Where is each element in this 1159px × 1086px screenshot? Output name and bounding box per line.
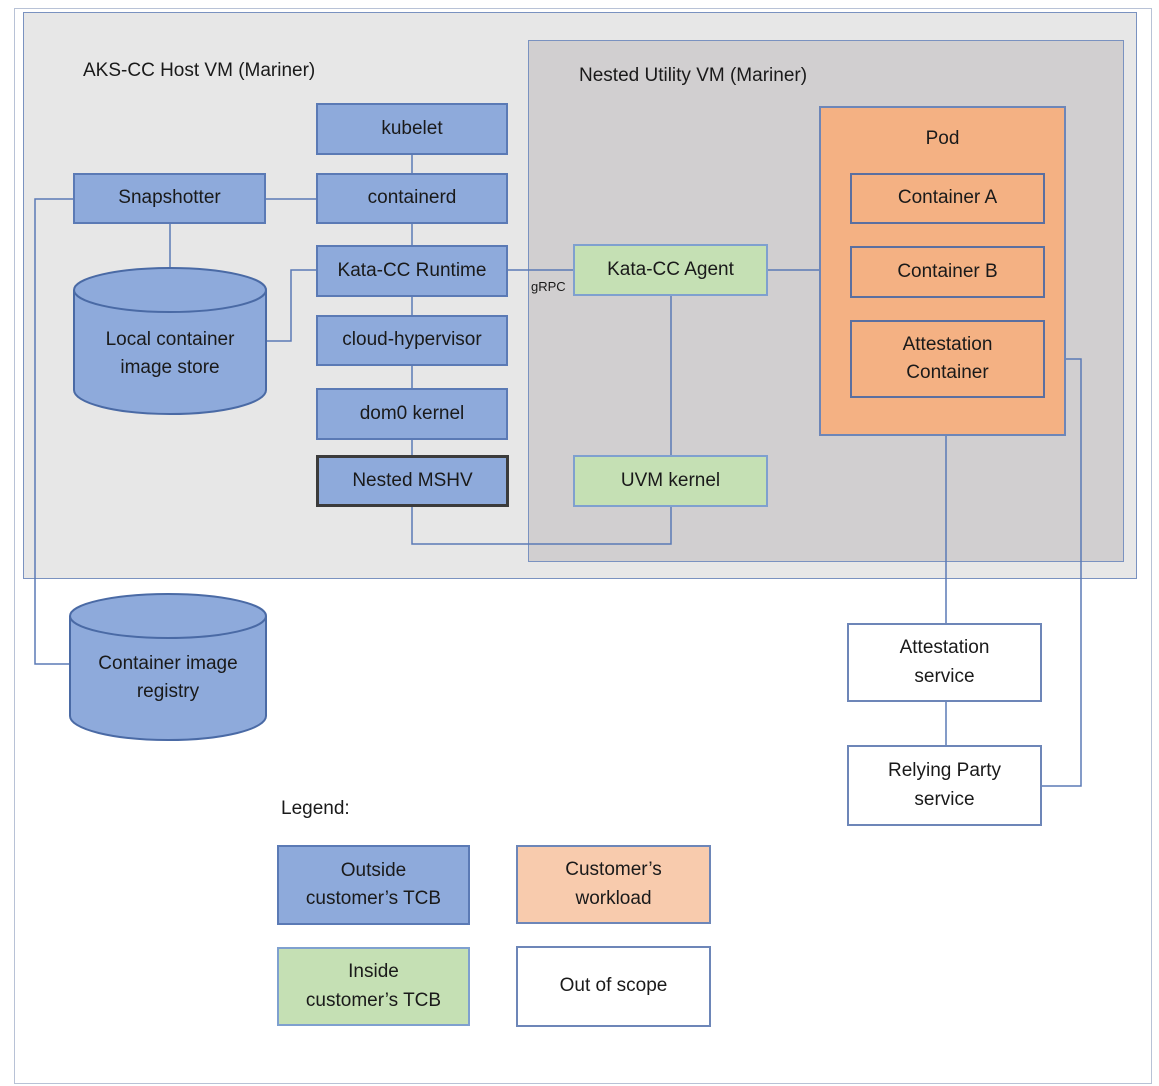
host-vm-title: AKS-CC Host VM (Mariner) [83, 60, 316, 81]
kata-runtime-label: Kata-CC Runtime [337, 259, 487, 281]
attestation-service-box: Attestation service [847, 623, 1042, 702]
legend-inside-tcb-line1: Inside [348, 961, 399, 982]
legend-out-of-scope: Out of scope [516, 946, 711, 1027]
kata-agent-box: Kata-CC Agent [573, 244, 768, 296]
registry-line1: Container image [98, 652, 238, 674]
local-image-store-cylinder [73, 267, 267, 415]
nested-mshv-box: Nested MSHV [316, 455, 509, 507]
image-registry-cylinder [69, 593, 267, 741]
registry-line2: registry [136, 681, 200, 702]
kata-agent-label: Kata-CC Agent [607, 258, 734, 280]
relying-party-line2: service [914, 788, 975, 810]
uvm-kernel-box: UVM kernel [573, 455, 768, 507]
dom0-kernel-box: dom0 kernel [316, 388, 508, 440]
image-registry-text: Container image registry [68, 646, 268, 710]
kata-runtime-box: Kata-CC Runtime [316, 245, 508, 297]
containerd-box: containerd [316, 173, 508, 224]
cloud-hypervisor-label: cloud-hypervisor [342, 329, 482, 351]
attestation-container-line1: Attestation [902, 333, 993, 355]
legend-inside-tcb-line2: customer’s TCB [305, 989, 442, 1011]
legend-title: Legend: [281, 798, 350, 819]
legend-out-of-scope-label: Out of scope [559, 975, 668, 997]
legend-customer-workload: Customer’s workload [516, 845, 711, 924]
container-b-box: Container B [850, 246, 1045, 298]
grpc-label: gRPC [531, 279, 566, 294]
attestation-service-line1: Attestation [899, 637, 990, 658]
kubelet-box: kubelet [316, 103, 508, 155]
pod-title: Pod [925, 128, 960, 149]
legend-inside-tcb: Inside customer’s TCB [277, 947, 470, 1026]
store-runtime-line [266, 269, 316, 342]
nested-mshv-label: Nested MSHV [352, 469, 473, 491]
relying-party-service-box: Relying Party service [847, 745, 1042, 826]
uvm-kernel-label: UVM kernel [620, 469, 721, 491]
legend-outside-tcb: Outside customer’s TCB [277, 845, 470, 925]
cloud-hypervisor-box: cloud-hypervisor [316, 315, 508, 366]
attestation-container-box: Attestation Container [850, 320, 1045, 398]
legend-outside-tcb-line1: Outside [340, 859, 407, 881]
containerd-label: containerd [367, 187, 457, 209]
legend-workload-line2: workload [575, 887, 652, 909]
local-store-line1: Local container [105, 328, 235, 350]
dom0-kernel-label: dom0 kernel [359, 402, 465, 424]
mshv-uvm-kernel-line [411, 507, 672, 545]
container-a-label: Container A [897, 187, 998, 209]
kubelet-label: kubelet [381, 117, 443, 139]
utility-vm-title: Nested Utility VM (Mariner) [579, 65, 808, 86]
snapshotter-registry-line [34, 198, 73, 665]
attestation-container-line2: Container [906, 362, 989, 383]
relying-party-line1: Relying Party [888, 760, 1001, 781]
local-image-store-text: Local container image store [72, 322, 268, 386]
container-a-box: Container A [850, 173, 1045, 224]
snapshotter-label: Snapshotter [118, 187, 221, 209]
container-b-label: Container B [897, 260, 998, 282]
snapshotter-box: Snapshotter [73, 173, 266, 224]
legend-outside-tcb-line2: customer’s TCB [305, 888, 442, 909]
legend-workload-line1: Customer’s [565, 859, 662, 880]
local-store-line2: image store [120, 357, 220, 378]
attestation-service-line2: service [914, 665, 975, 687]
